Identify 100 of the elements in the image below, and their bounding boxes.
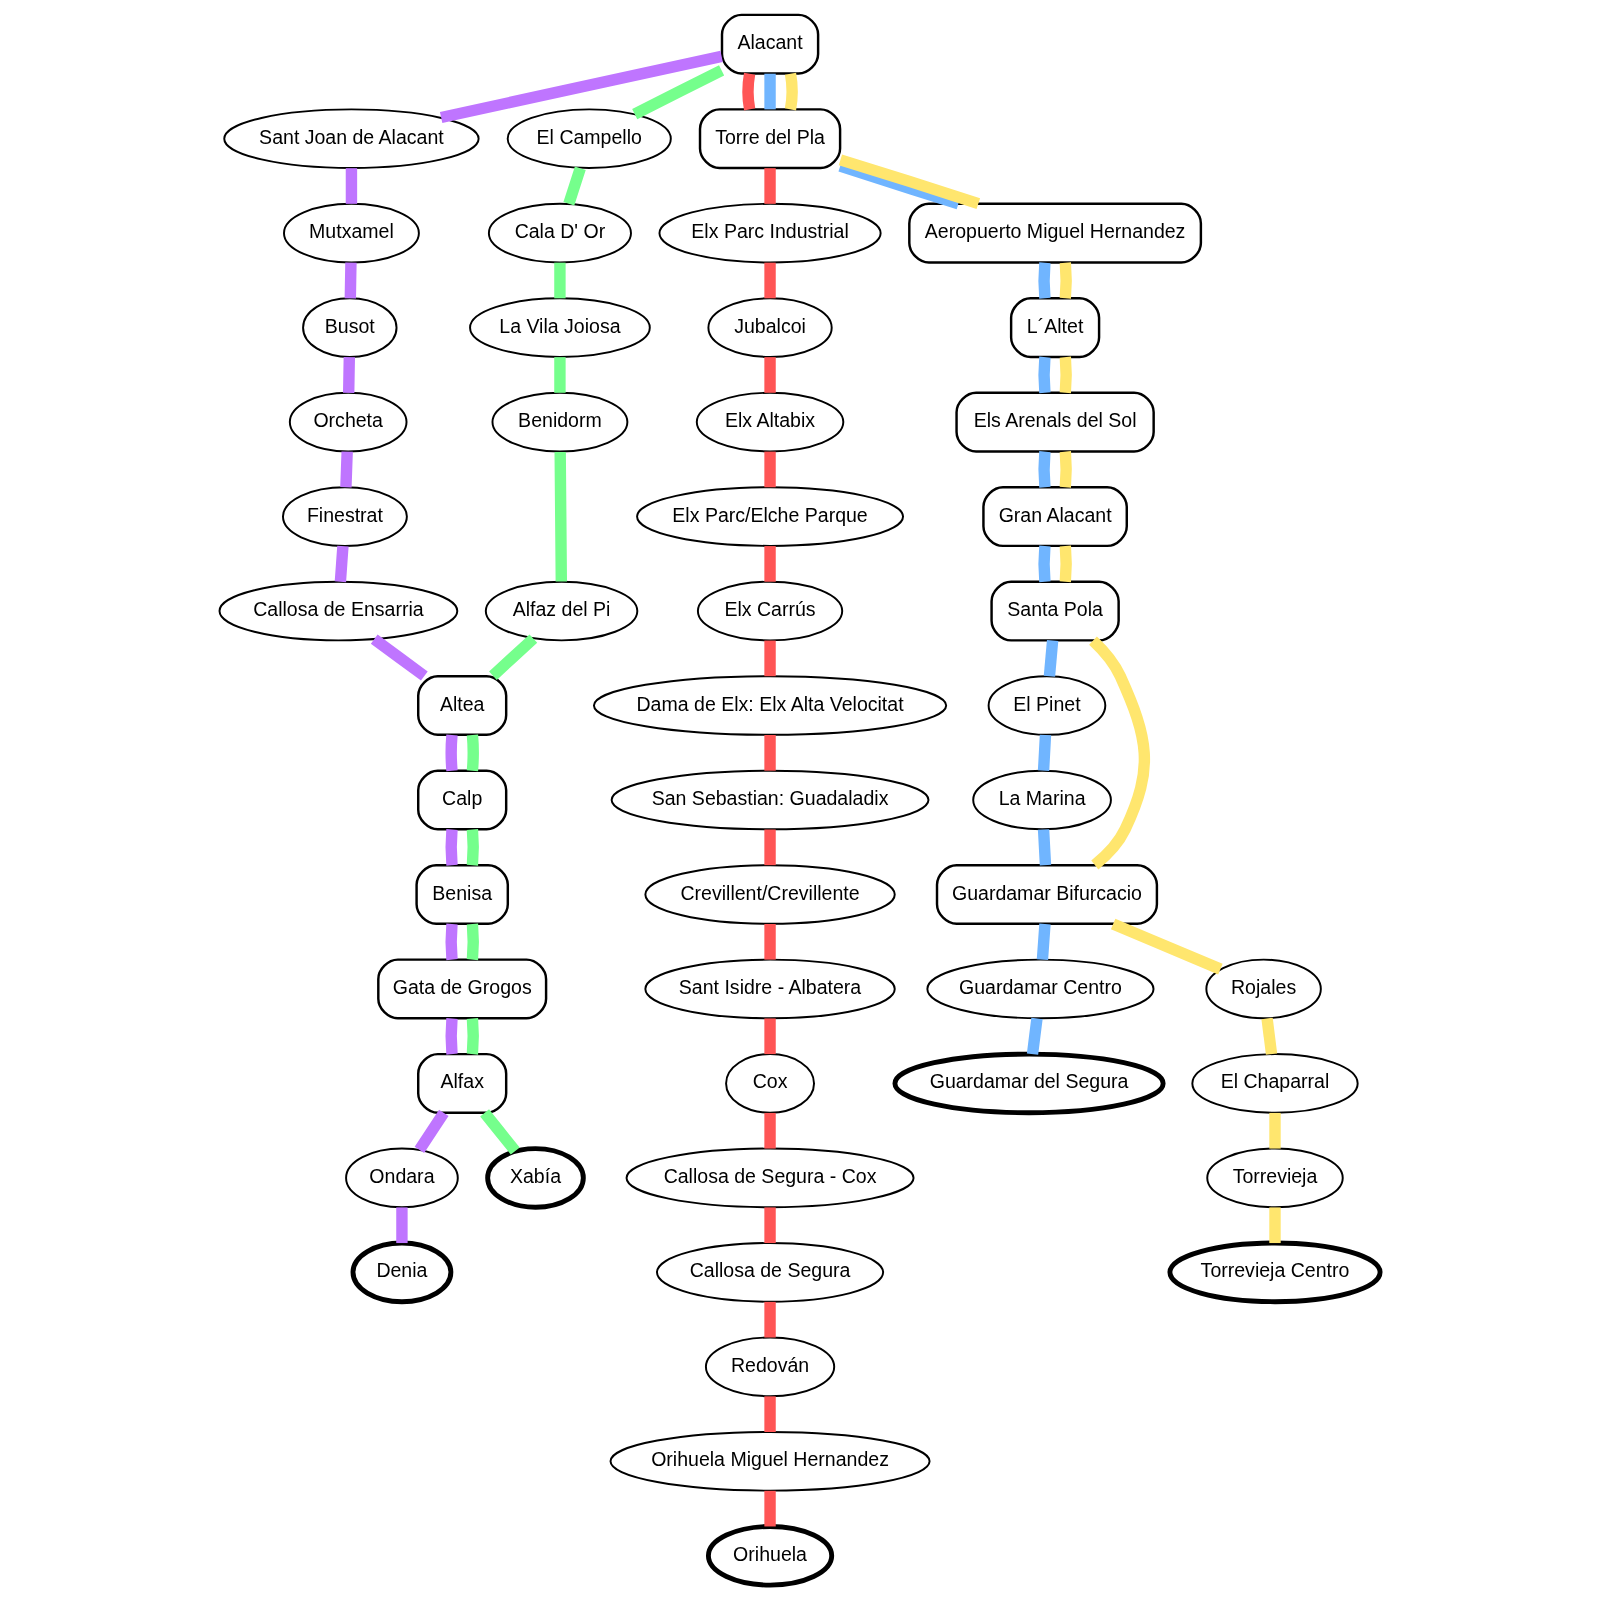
node-ellipse: Sant Isidre - Albatera xyxy=(644,958,896,1020)
connector xyxy=(764,640,776,677)
connector xyxy=(343,357,355,393)
connector xyxy=(1038,262,1051,299)
node-ellipse: Mutxamel xyxy=(283,202,420,264)
node-ellipse: Cox xyxy=(725,1053,815,1114)
connector xyxy=(764,1112,776,1149)
node-box: Altea xyxy=(417,675,508,737)
connector xyxy=(1038,451,1051,488)
connector xyxy=(1043,640,1059,677)
connector xyxy=(764,923,776,960)
node-ellipse: Torrevieja Centro xyxy=(1167,1240,1383,1305)
connector xyxy=(334,545,349,583)
connector xyxy=(439,50,723,124)
node-ellipse: Busot xyxy=(302,297,398,358)
node-ellipse: Denia xyxy=(350,1240,454,1305)
connector xyxy=(1059,262,1072,299)
connector xyxy=(563,166,586,206)
node-ellipse: El Campello xyxy=(506,108,672,169)
node-ellipse: Callosa de Ensarria xyxy=(218,580,459,642)
connector xyxy=(554,357,566,393)
connector xyxy=(554,262,566,299)
node-ellipse: La Marina xyxy=(972,769,1112,831)
node-ellipse: Callosa de Segura - Cox xyxy=(625,1147,915,1209)
connector xyxy=(445,923,458,961)
node-ellipse: Elx Parc/Elche Parque xyxy=(636,486,905,547)
node-box: Alacant xyxy=(720,13,820,75)
connector xyxy=(764,1301,776,1338)
connector xyxy=(480,1109,520,1155)
connector xyxy=(1269,1112,1281,1149)
connector xyxy=(1038,545,1051,583)
connector xyxy=(742,72,756,111)
connector xyxy=(784,72,798,111)
connector xyxy=(1036,923,1051,961)
connector xyxy=(466,734,479,772)
connector xyxy=(466,923,479,961)
connector xyxy=(1038,356,1051,394)
node-box: Guardamar Bifurcacio xyxy=(935,863,1159,925)
connector xyxy=(554,451,567,582)
node-ellipse: Jubalcoi xyxy=(707,297,833,358)
connector xyxy=(466,829,479,866)
node-ellipse: Cala D' Or xyxy=(487,202,632,264)
connector xyxy=(764,357,776,393)
node-ellipse: Redován xyxy=(704,1336,836,1398)
node-ellipse: El Pinet xyxy=(987,675,1107,736)
node-ellipse: Orihuela xyxy=(705,1524,835,1588)
node-ellipse: San Sebastian: Guadaladix xyxy=(610,769,930,831)
connector xyxy=(396,1207,408,1244)
connector xyxy=(764,73,776,110)
connector xyxy=(764,546,776,582)
node-ellipse: Benidorm xyxy=(491,391,629,453)
node-ellipse: Orihuela Miguel Hernandez xyxy=(609,1431,931,1492)
connector xyxy=(764,262,776,299)
connector xyxy=(489,634,538,680)
connector xyxy=(414,1109,449,1153)
connector xyxy=(445,1017,458,1055)
node-ellipse: Finestrat xyxy=(282,486,408,547)
node-ellipse: Crevillent/Crevillente xyxy=(644,864,896,925)
connector xyxy=(344,262,357,299)
connector xyxy=(345,168,358,204)
node-ellipse: Guardamar Centro xyxy=(926,958,1155,1020)
node-box: Gata de Grogos xyxy=(377,958,548,1020)
connector xyxy=(1037,829,1052,866)
node-box: Gran Alacant xyxy=(982,486,1128,548)
connector xyxy=(445,829,458,866)
connector xyxy=(370,634,428,681)
node-ellipse: Alfaz del Pi xyxy=(484,580,639,642)
node-ellipse: Elx Parc Industrial xyxy=(658,202,882,264)
node-ellipse: Torrevieja xyxy=(1206,1147,1344,1209)
connector xyxy=(340,451,353,488)
connector xyxy=(764,1490,776,1527)
connector xyxy=(1059,451,1072,488)
connector xyxy=(764,1018,776,1055)
node-box: Calp xyxy=(417,769,508,831)
connector xyxy=(1037,734,1052,771)
node-box: Els Arenals del Sol xyxy=(955,391,1155,453)
node-ellipse: Xabía xyxy=(485,1146,586,1210)
node-box: L´Altet xyxy=(1009,297,1101,359)
node-ellipse: Elx Altabix xyxy=(695,391,845,453)
connector xyxy=(764,1396,776,1432)
connector xyxy=(1261,1017,1278,1055)
node-ellipse: La Vila Joiosa xyxy=(469,297,651,358)
connector xyxy=(1059,545,1072,583)
node-box: Torre del Pla xyxy=(698,108,842,170)
node-ellipse: Ondara xyxy=(345,1147,459,1209)
node-ellipse: Orcheta xyxy=(288,391,408,453)
node-box: Santa Pola xyxy=(990,580,1120,642)
connector xyxy=(764,1207,776,1244)
node-box: Alfax xyxy=(417,1052,508,1114)
connector xyxy=(1026,1017,1043,1055)
connector xyxy=(466,1018,479,1055)
node-ellipse: Callosa de Segura xyxy=(656,1242,885,1303)
connector xyxy=(445,734,458,772)
node-box: Benisa xyxy=(415,863,510,925)
node-ellipse: El Chaparral xyxy=(1191,1053,1359,1114)
connector xyxy=(764,168,776,204)
connector xyxy=(764,735,776,771)
node-box: Aeropuerto Miguel Hernandez xyxy=(908,202,1203,264)
connector xyxy=(764,829,776,866)
node-ellipse: Dama de Elx: Elx Alta Velocitat xyxy=(592,675,948,736)
